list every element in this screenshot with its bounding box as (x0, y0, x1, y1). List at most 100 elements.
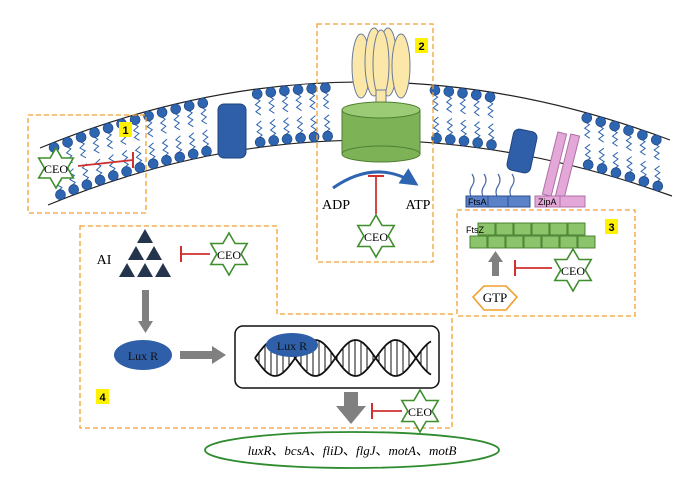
lipid-head (251, 88, 263, 100)
ftsz-subunit (469, 235, 488, 249)
gene-bcsa: bcsA (284, 443, 309, 458)
gene-luxr: luxR (248, 443, 272, 458)
lipid-head (68, 184, 79, 195)
ceo-label-3: CEO (561, 264, 585, 278)
ftsz-subunit (559, 235, 578, 249)
ftsz-subunit (541, 235, 560, 249)
inhibition-4b (371, 403, 402, 419)
lipid-head (444, 134, 456, 145)
lipid-head (281, 133, 293, 145)
lipid-head (81, 179, 93, 191)
lipid-head (306, 83, 318, 94)
lipid-head (623, 125, 634, 136)
gene-sep: 、 (375, 443, 388, 458)
lipid-head (429, 84, 441, 96)
lipid-head (147, 158, 159, 170)
lipid-head (582, 159, 594, 171)
ftsa-bar (465, 195, 531, 208)
ftsz-subunit (505, 235, 524, 249)
lipid-head (320, 82, 331, 94)
lipid-head (62, 137, 73, 148)
gtp-molecule: GTP (471, 285, 519, 311)
lipid-head (187, 148, 199, 160)
lipid-head (197, 97, 209, 109)
lipid-head (610, 167, 622, 178)
ftsz-subunit (523, 235, 542, 249)
lipid-head (596, 163, 608, 174)
ftsz-subunit (549, 222, 568, 236)
gene-sep: 、 (343, 443, 356, 458)
lipid-head (183, 100, 195, 112)
dna-to-genes-arrow (336, 392, 366, 424)
adp-label: ADP (322, 198, 350, 213)
lipid-head (637, 129, 648, 141)
dna-strand-a (254, 339, 432, 377)
atp-synthase (341, 27, 421, 163)
gene-list: luxR、bcsA、fliD、flgJ、motA、motB (248, 443, 457, 458)
lipid-head (265, 87, 277, 98)
zipa-transmembrane (541, 131, 581, 199)
gene-flgj: flgJ (356, 443, 377, 458)
box-3 (456, 209, 636, 317)
ftsz-filament (469, 222, 596, 249)
box-3-number-bg (605, 219, 618, 234)
gtp-to-ftsz-arrow (488, 251, 503, 276)
ftsz-subunit (577, 235, 596, 249)
lipid-head (174, 151, 186, 163)
membrane-protein-left (217, 103, 247, 159)
ai-triangles (119, 229, 171, 277)
ceo-star-1: CEO (37, 146, 75, 190)
lipid-head (94, 174, 106, 186)
gene-flid: fliD (323, 443, 344, 458)
adp-to-atp-arrow (332, 168, 419, 190)
lipid-head (89, 127, 100, 138)
ftsz-subunit (567, 222, 586, 236)
ftsz-subunit (477, 222, 496, 236)
lipid-head (143, 110, 154, 122)
lipid-head (484, 91, 496, 103)
ceo-star-2: CEO (356, 213, 396, 259)
luxr-protein (114, 340, 172, 370)
lipid-head (443, 86, 455, 97)
ceo-label-4a: CEO (217, 248, 241, 262)
inhibition-3 (514, 260, 552, 276)
ftsz-subunit (487, 235, 506, 249)
lipid-head (161, 155, 172, 166)
ceo-label-2: CEO (364, 230, 388, 244)
box-4-number: 4 (99, 392, 106, 404)
gene-mota: motA (388, 443, 416, 458)
lipid-head (486, 139, 497, 150)
lipid-head (652, 180, 664, 192)
lipid-head (55, 189, 66, 200)
gene-sep: 、 (271, 443, 284, 458)
atp-synthase-head (351, 27, 411, 99)
inhibition-4a (180, 246, 210, 262)
box-2-number: 2 (418, 41, 424, 53)
lipid-head (279, 85, 290, 97)
lipid-head (108, 170, 119, 181)
ai-to-luxr-arrow (138, 290, 153, 333)
lipid-head (472, 137, 484, 148)
ftsa-label: FtsA (468, 197, 487, 207)
lipid-head (638, 176, 650, 187)
box-1 (27, 114, 147, 214)
gene-motb: motB (429, 443, 457, 458)
lipid-head (595, 116, 607, 128)
lipid-head (457, 87, 468, 99)
membrane-outer-line (39, 81, 671, 149)
ftsz-subunit (513, 222, 532, 236)
lipid-head (254, 136, 266, 148)
lipid-head (170, 103, 181, 115)
ceo-star-3: CEO (553, 247, 593, 293)
ceo-star-4b: CEO (400, 388, 440, 434)
box-1-number: 1 (122, 125, 128, 137)
lipid-head (458, 135, 470, 147)
box-4-number-bg (96, 389, 109, 404)
ftsz-label: FtsZ (466, 225, 484, 235)
lipid-head (75, 132, 87, 143)
lipid-head (121, 166, 132, 177)
membrane-protein-right (506, 128, 538, 174)
ceo-label-1: CEO (44, 162, 68, 176)
lipid-head (581, 112, 593, 124)
